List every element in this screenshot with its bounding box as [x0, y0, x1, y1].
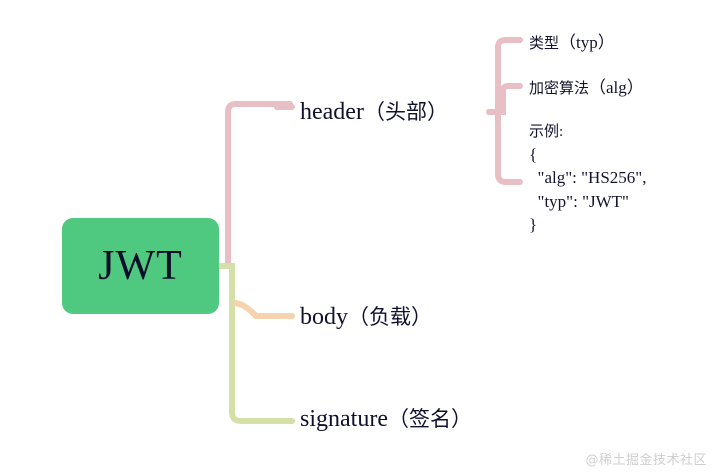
subnode-alg-label-cn: 加密算法: [529, 81, 590, 97]
branch-signature-label-cn: （签名）: [387, 407, 472, 431]
connector-header-to-alg: [486, 83, 523, 115]
root-node-label: JWT: [98, 243, 183, 289]
branch-body-label-cn: （负载）: [348, 305, 432, 329]
root-node-jwt[interactable]: JWT: [62, 218, 219, 314]
branch-node-signature[interactable]: signature（签名）: [300, 406, 472, 432]
branch-header-label-cn: （头部）: [363, 100, 448, 124]
watermark: @稀土掘金技术社区: [585, 453, 707, 468]
subnode-typ[interactable]: 类型（typ）: [529, 33, 615, 53]
branch-signature-label-en: signature: [300, 406, 388, 432]
branch-node-body[interactable]: body（负载）: [300, 304, 432, 330]
subnode-example-code-line-1: {: [529, 144, 538, 164]
connector-header-to-example: [486, 109, 523, 185]
subnode-example[interactable]: 示例: { "alg": "HS256", "typ": "JWT" }: [529, 122, 646, 237]
connector-header-to-typ: [486, 37, 523, 115]
subnode-example-title: 示例:: [529, 124, 564, 140]
connector-root-to-body: [233, 300, 295, 319]
connector-root-to-header: [216, 101, 293, 269]
branch-body-label-en: body: [300, 304, 348, 330]
subnode-alg-label-en: （alg）: [589, 78, 644, 97]
subnode-typ-label-cn: 类型: [529, 36, 560, 52]
subnode-alg[interactable]: 加密算法（alg）: [529, 78, 644, 98]
branch-node-header[interactable]: header（头部）: [300, 99, 448, 125]
connector-root-to-signature: [216, 263, 295, 424]
subnode-example-code-line-3: "typ": "JWT": [529, 191, 630, 211]
subnode-example-code-line-2: "alg": "HS256",: [529, 168, 647, 188]
subnode-example-code-line-4: }: [529, 215, 538, 235]
subnode-typ-label-en: （typ）: [559, 33, 615, 52]
branch-header-label-en: header: [300, 99, 364, 125]
